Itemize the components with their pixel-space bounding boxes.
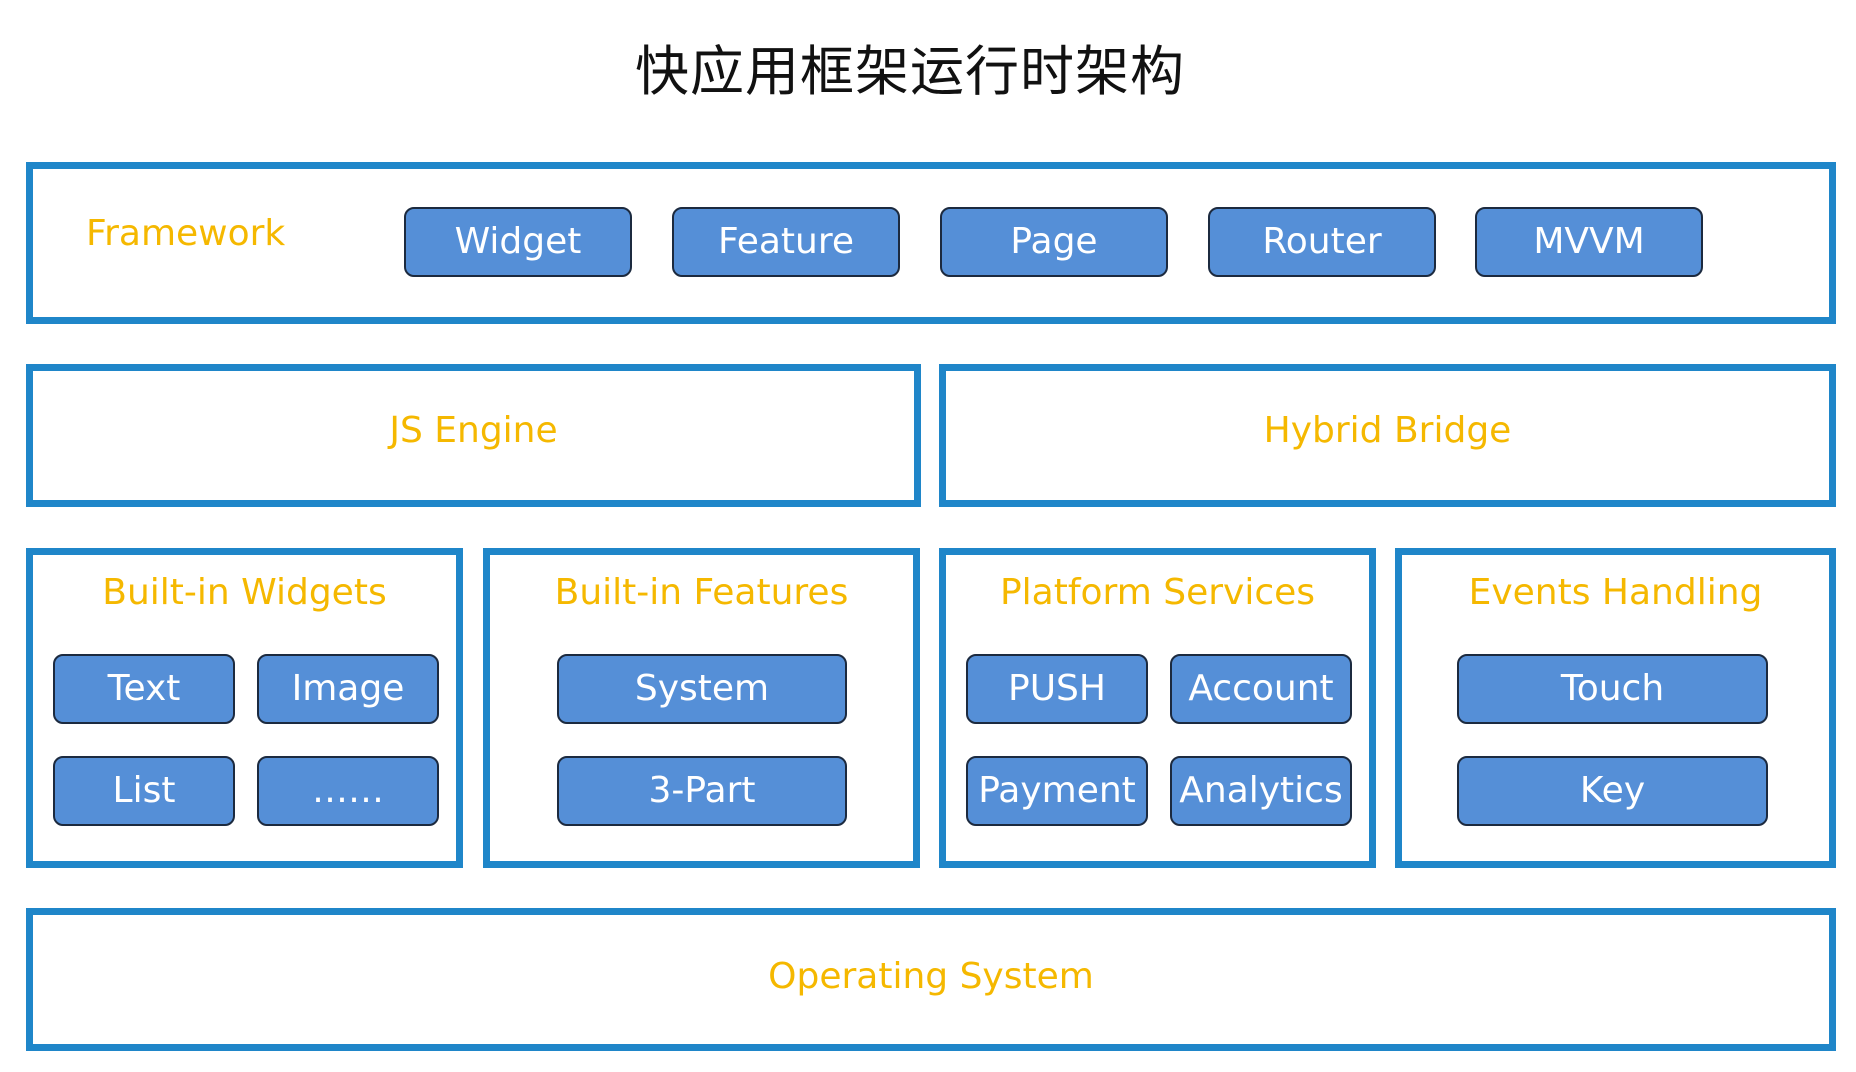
push-service-box: PUSH [966,654,1148,724]
list-widget-box: List [53,756,235,826]
platform-services-label: Platform Services [999,572,1316,613]
js-engine-label: JS Engine [389,410,558,451]
diagram-title: 快应用框架运行时架构 [635,40,1185,103]
touch-event-box: Touch [1457,654,1768,724]
account-service-box: Account [1170,654,1352,724]
feature-box: Feature [672,207,900,277]
operating-system-label: Operating System [768,956,1094,997]
page-box: Page [940,207,1168,277]
system-feature-box: System [557,654,847,724]
framework-layer: Framework Widget Feature Page Router MVV… [26,162,1836,324]
payment-service-box: Payment [966,756,1148,826]
more-widgets-box: …… [257,756,439,826]
third-part-feature-box: 3-Part [557,756,847,826]
analytics-service-box: Analytics [1170,756,1352,826]
hybrid-bridge-layer: Hybrid Bridge [939,364,1836,507]
router-box: Router [1208,207,1436,277]
key-event-box: Key [1457,756,1768,826]
framework-label: Framework [86,213,286,254]
platform-services-layer: Platform Services PUSH Account Payment A… [939,548,1376,868]
operating-system-layer: Operating System [26,908,1836,1051]
js-engine-layer: JS Engine [26,364,921,507]
events-handling-layer: Events Handling Touch Key [1395,548,1836,868]
events-handling-label: Events Handling [1468,572,1763,613]
built-in-widgets-label: Built-in Widgets [102,572,387,613]
text-widget-box: Text [53,654,235,724]
widget-box: Widget [404,207,632,277]
built-in-features-label: Built-in Features [554,572,849,613]
image-widget-box: Image [257,654,439,724]
hybrid-bridge-label: Hybrid Bridge [1263,410,1512,451]
built-in-features-layer: Built-in Features System 3-Part [483,548,920,868]
mvvm-box: MVVM [1475,207,1703,277]
built-in-widgets-layer: Built-in Widgets Text Image List …… [26,548,463,868]
